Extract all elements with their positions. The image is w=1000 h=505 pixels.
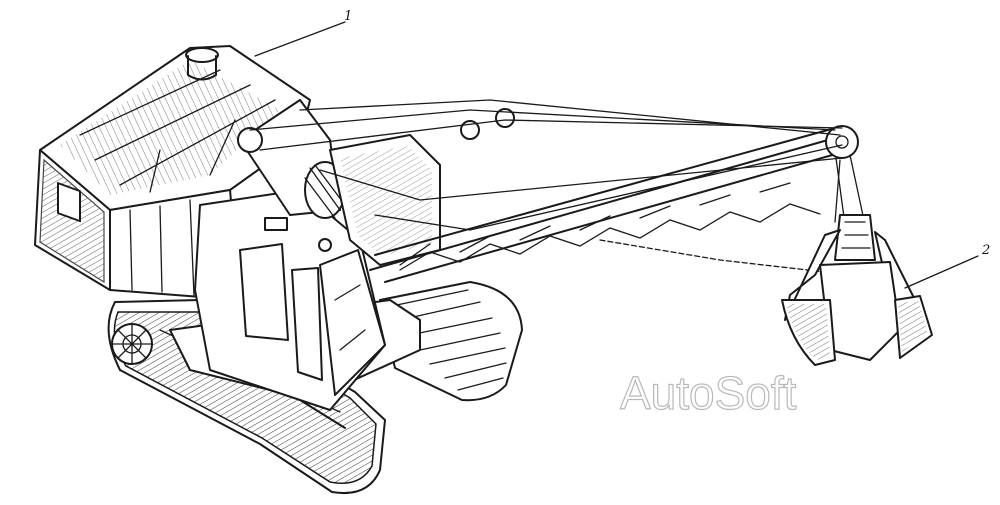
callout-label-2: 2 (981, 243, 990, 258)
mast-sheave (237, 127, 263, 153)
pendant-sheave-2 (495, 108, 515, 128)
exhaust-stack-icon (185, 47, 219, 63)
upper-housing (34, 45, 386, 411)
vent-grille-left (57, 182, 81, 223)
callout-1: 1 (254, 9, 352, 57)
cab-side-window (239, 243, 289, 341)
boom-head-sheave (825, 125, 859, 159)
callout-label-1: 1 (344, 9, 352, 24)
front-crawler-track (107, 299, 386, 494)
cab-nameplate (264, 217, 288, 231)
tagline-chain (599, 239, 826, 273)
lattice-boom (369, 127, 851, 283)
hoist-ropes (249, 99, 866, 231)
grab-head (834, 214, 876, 261)
callout-2: 2 (904, 243, 990, 289)
watermark: AutoSoft (619, 366, 797, 419)
cab-front-window (319, 249, 386, 396)
grab-bucket (781, 214, 933, 366)
rear-crawler-track (379, 281, 523, 402)
pendant-sheave-1 (460, 120, 480, 140)
cab-door-window (291, 267, 323, 381)
cab-lamp-icon (318, 238, 332, 252)
